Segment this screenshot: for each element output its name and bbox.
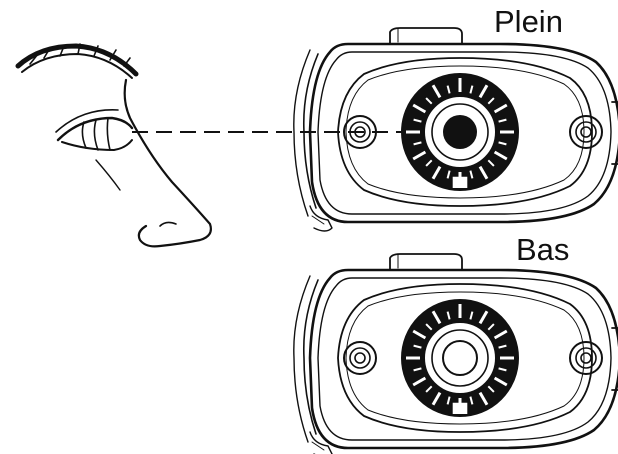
label-full: Plein xyxy=(494,4,563,39)
dial-tick xyxy=(498,118,507,123)
dial-tick xyxy=(487,385,495,393)
indicator-low xyxy=(292,252,618,454)
dial-tick xyxy=(493,103,508,114)
label-low: Bas xyxy=(516,232,570,267)
dial-tick xyxy=(493,329,508,340)
dial-tick xyxy=(446,311,451,320)
dial-tick xyxy=(487,323,495,331)
dial-tick xyxy=(412,376,427,387)
dial-tick xyxy=(493,150,508,161)
dial-tick xyxy=(425,159,433,167)
dial-tick xyxy=(413,367,422,372)
dial-tick xyxy=(469,311,474,320)
dial-tick xyxy=(413,118,422,123)
dial-tick xyxy=(412,329,427,340)
dial-tick xyxy=(487,97,495,105)
dial-tick xyxy=(446,85,451,94)
dial-tick xyxy=(487,159,495,167)
dial-tick xyxy=(431,391,442,406)
dial-tick xyxy=(493,376,508,387)
dial-tick xyxy=(446,170,451,179)
dial-tick xyxy=(446,396,451,405)
dial-tick xyxy=(478,165,489,180)
dial-tick xyxy=(469,85,474,94)
dial-tick xyxy=(425,323,433,331)
eyebrow xyxy=(15,43,139,77)
dial-tick xyxy=(431,165,442,180)
dial-tick xyxy=(498,367,507,372)
face-profile xyxy=(15,43,212,248)
indicator-full-dial xyxy=(406,78,514,186)
dial-tick xyxy=(498,344,507,349)
dial-tick xyxy=(425,97,433,105)
nose-outline xyxy=(123,78,212,248)
dial-tick xyxy=(412,150,427,161)
indicator-full xyxy=(292,26,618,233)
eye xyxy=(56,116,134,142)
dial-tick xyxy=(413,141,422,146)
dial-tick xyxy=(498,141,507,146)
dial-tick xyxy=(478,84,489,99)
dial-tick xyxy=(469,396,474,405)
dial-tick xyxy=(431,84,442,99)
dial-tick xyxy=(469,170,474,179)
dial-tick xyxy=(413,344,422,349)
dial-tick xyxy=(431,310,442,325)
indicator-low-ball xyxy=(442,340,478,376)
dial-tick xyxy=(478,391,489,406)
indicator-low-dial xyxy=(406,304,514,412)
dial-tick xyxy=(425,385,433,393)
dial-tick xyxy=(412,103,427,114)
dial-tick xyxy=(478,310,489,325)
indicator-full-ball xyxy=(443,115,477,149)
